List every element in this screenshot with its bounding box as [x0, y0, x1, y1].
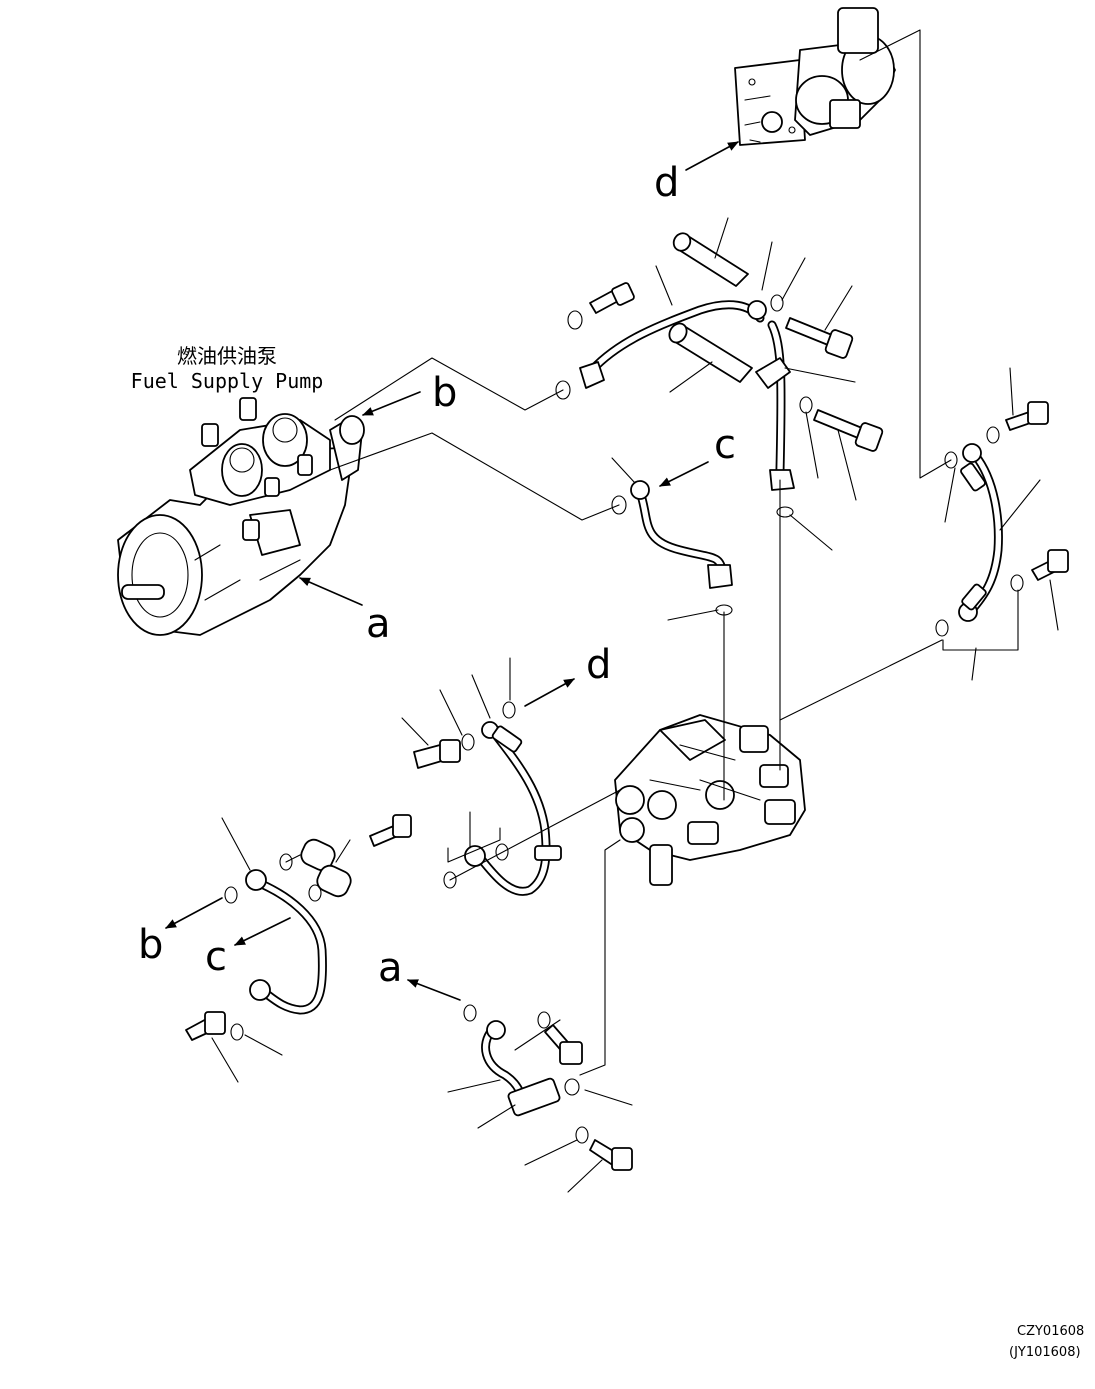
fittings — [245, 232, 987, 1117]
connection-lines — [285, 29, 1019, 1076]
leader-lines — [211, 217, 1059, 1193]
ref-label-a-top: a — [366, 601, 391, 647]
ref-label-b-left: b — [138, 922, 164, 968]
fuel-supply-pump — [117, 397, 365, 636]
bolts — [185, 282, 1069, 1171]
drawing-code-alt: (JY101608) — [1009, 1345, 1081, 1360]
ref-label-b-top: b — [432, 370, 458, 416]
top-actuator — [734, 7, 896, 146]
ref-label-a-bottom: a — [378, 945, 403, 991]
ref-label-c-top: c — [714, 422, 736, 468]
pump-name-en: Fuel Supply Pump — [130, 369, 324, 393]
pump-name-cn: 燃油供油泵 — [177, 344, 277, 368]
reference-arrows — [165, 141, 739, 1001]
drawing-code: CZY01608 — [1017, 1324, 1085, 1339]
ref-label-d-top: d — [654, 160, 680, 206]
ref-label-d-mid: d — [586, 642, 612, 688]
washers — [224, 294, 1024, 1144]
ref-label-c-left: c — [205, 934, 227, 980]
valve-block — [614, 714, 806, 886]
